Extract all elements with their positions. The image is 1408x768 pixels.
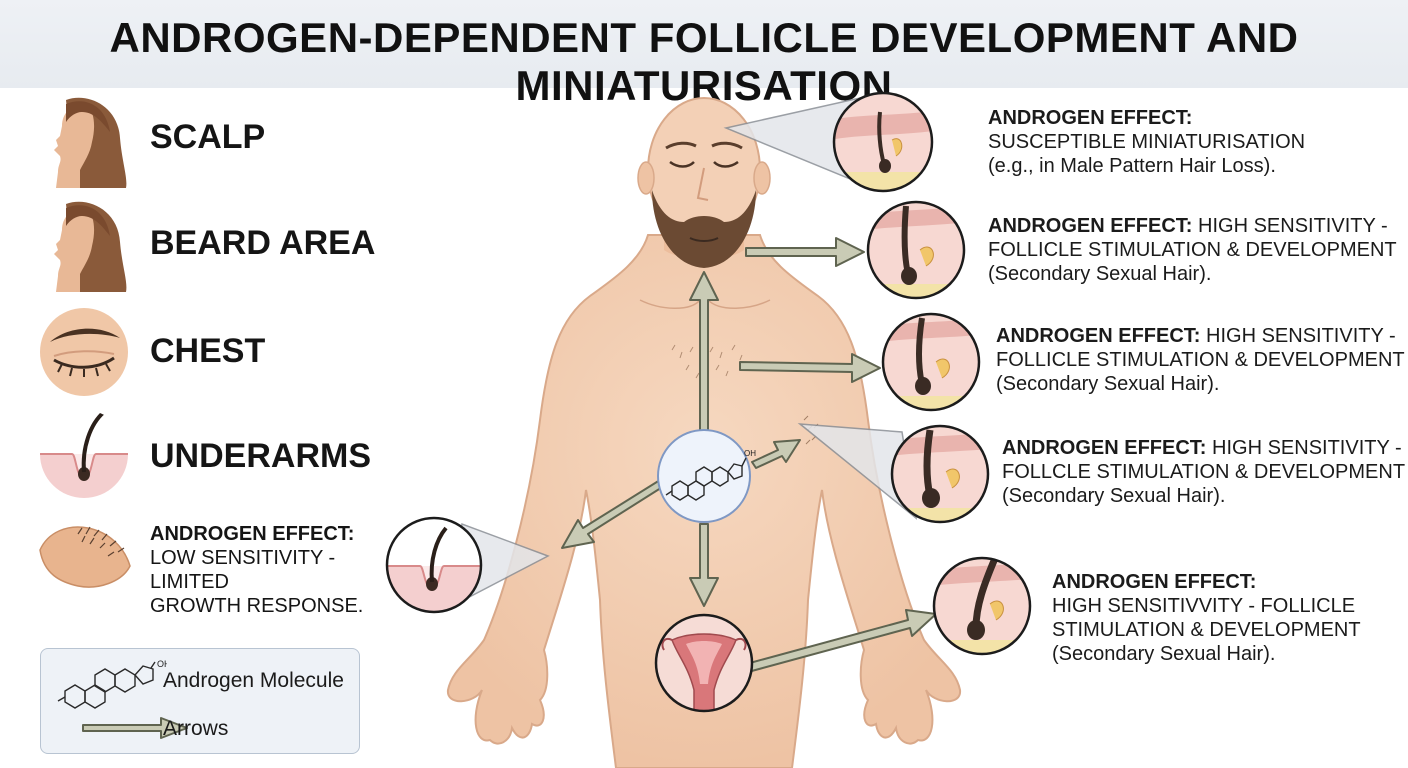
page-title: ANDROGEN-DEPENDENT FOLLICLE DEVELOPMENT … bbox=[109, 14, 1299, 109]
effect-line: (e.g., in Male Pattern Hair Loss). bbox=[988, 155, 1276, 177]
effect-block-scalp: ANDROGEN EFFECT: SUSCEPTIBLE MINIATURISA… bbox=[988, 106, 1305, 178]
effect-line: (Secondary Sexual Hair). bbox=[988, 263, 1212, 285]
title-band bbox=[0, 0, 1408, 88]
arrow-lower bbox=[745, 609, 937, 673]
arrow-down bbox=[689, 523, 719, 607]
androgen-molecule-icon: OH bbox=[57, 659, 167, 709]
arrow-chest bbox=[739, 353, 881, 383]
androgen-molecule-icon: OH bbox=[657, 429, 756, 523]
arrow-underarm bbox=[751, 439, 801, 469]
effect-head: ANDROGEN EFFECT: bbox=[988, 215, 1193, 237]
legend-box: OH Androgen Molecule Arrows bbox=[40, 648, 360, 754]
region-label-chest: CHEST bbox=[150, 332, 266, 370]
region-label-scalp: SCALP bbox=[150, 118, 266, 156]
hair-follicle-icon bbox=[40, 410, 128, 498]
effect-line: HIGH SENSITIVVITY - FOLLICLE bbox=[1052, 595, 1356, 617]
effect-head: ANDROGEN EFFECT: bbox=[988, 107, 1193, 129]
arrow-beard bbox=[745, 237, 865, 267]
effect-line: HIGH SENSITIVITY - bbox=[1200, 325, 1396, 347]
uterus-illustration bbox=[654, 613, 754, 713]
arrow-icon bbox=[82, 717, 188, 739]
effect-head: ANDROGEN EFFECT: bbox=[1052, 571, 1257, 593]
effect-block-beard: ANDROGEN EFFECT: HIGH SENSITIVITY - FOLL… bbox=[988, 214, 1397, 286]
effect-line: HIGH SENSITIVITY - bbox=[1192, 215, 1388, 237]
follicle-scalp bbox=[832, 91, 934, 193]
molecule-oh-label: OH bbox=[744, 449, 756, 458]
forearm-effect-text: ANDROGEN EFFECT: LOW SENSITIVITY - LIMIT… bbox=[150, 522, 363, 618]
follicle-beard bbox=[866, 200, 966, 300]
arrow-up bbox=[689, 271, 719, 433]
effect-line: HIGH SENSITIVITY - bbox=[1206, 437, 1402, 459]
arrow-forearm bbox=[561, 479, 665, 549]
effect-head: ANDROGEN EFFECT: bbox=[996, 325, 1201, 347]
effect-line: SUSCEPTIBLE MINIATURISATION bbox=[988, 131, 1306, 153]
effect-line: FOLLICLE STIMULATION & DEVELOPMENT bbox=[996, 349, 1405, 371]
closed-eye-icon bbox=[40, 308, 128, 396]
effect-line: (Secondary Sexual Hair). bbox=[1002, 485, 1226, 507]
legend-oh-label: OH bbox=[157, 659, 167, 669]
effect-block-underarms: ANDROGEN EFFECT: HIGH SENSITIVITY - FOLL… bbox=[1002, 436, 1405, 508]
effect-block-chest: ANDROGEN EFFECT: HIGH SENSITIVITY - FOLL… bbox=[996, 324, 1405, 396]
forearm-effect-head: ANDROGEN EFFECT: bbox=[150, 523, 355, 545]
follicle-underarm bbox=[890, 424, 990, 524]
region-label-beard: BEARD AREA bbox=[150, 224, 376, 262]
region-label-underarms: UNDERARMS bbox=[150, 437, 371, 475]
effect-line: FOLLCLE STIMULATION & DEVELOPMENT bbox=[1002, 461, 1406, 483]
effect-block-groin: ANDROGEN EFFECT: HIGH SENSITIVVITY - FOL… bbox=[1052, 570, 1361, 666]
woman-profile-icon bbox=[54, 97, 127, 188]
effect-line: STIMULATION & DEVELOPMENT bbox=[1052, 619, 1361, 641]
follicle-chest bbox=[881, 312, 981, 412]
effect-line: FOLLICLE STIMULATION & DEVELOPMENT bbox=[988, 239, 1397, 261]
effect-head: ANDROGEN EFFECT: bbox=[1002, 437, 1207, 459]
effect-line: (Secondary Sexual Hair). bbox=[996, 373, 1220, 395]
effect-line: (Secondary Sexual Hair). bbox=[1052, 643, 1276, 665]
follicle-groin bbox=[932, 556, 1032, 656]
arrows bbox=[561, 237, 937, 673]
woman-profile-icon bbox=[54, 201, 127, 292]
forearm-effect-line: LIMITED bbox=[150, 571, 229, 593]
hairy-forearm-icon bbox=[39, 526, 131, 588]
legend-molecule-label: Androgen Molecule bbox=[163, 669, 344, 692]
forearm-effect-line: LOW SENSITIVITY - bbox=[150, 547, 336, 569]
forearm-effect-line: GROWTH RESPONSE. bbox=[150, 595, 364, 617]
legend-arrows-label: Arrows bbox=[163, 717, 229, 740]
